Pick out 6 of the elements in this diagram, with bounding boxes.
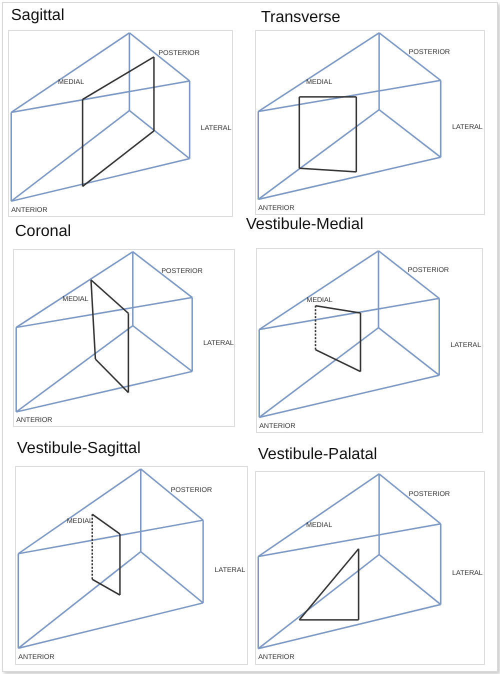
panel-title: Vestibule-Sagittal: [17, 440, 141, 458]
panel-title: Vestibule-Medial: [246, 216, 364, 234]
panel-title: Sagittal: [11, 7, 64, 25]
panel-title: Vestibule-Palatal: [258, 446, 378, 464]
panel-title: Transverse: [261, 9, 340, 27]
panel-title: Coronal: [15, 223, 72, 241]
